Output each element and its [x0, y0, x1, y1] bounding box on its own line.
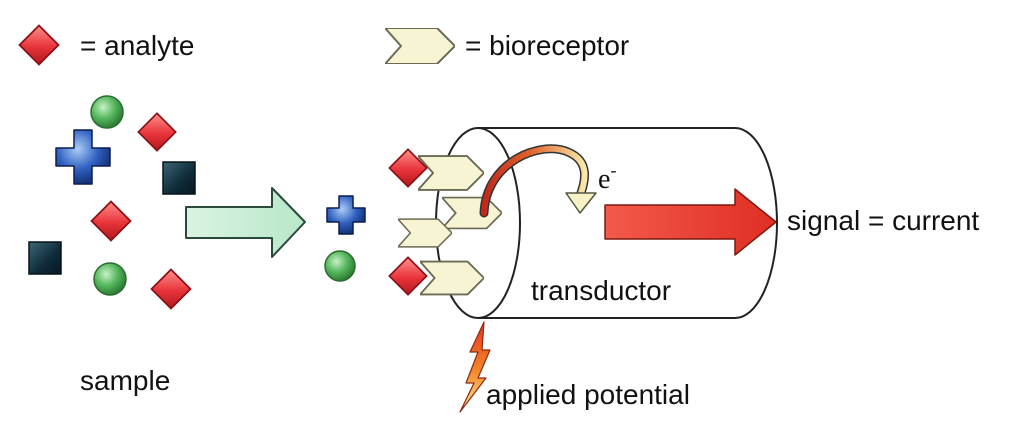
analyte-diamond-icon [90, 200, 132, 242]
legend: = analyte = bioreceptor [18, 24, 629, 66]
electron-label: e- [598, 160, 616, 195]
applied-potential-label: applied potential [486, 379, 690, 410]
bioreceptor-legend-icon [385, 28, 455, 64]
dark-square-icon [162, 161, 196, 195]
blue-cross-icon [326, 195, 366, 235]
process-arrow-icon [185, 187, 306, 258]
electron-transfer-arrow-icon [479, 144, 597, 218]
analyte-legend-label: = analyte [80, 30, 194, 61]
lightning-bolt-icon [459, 321, 491, 413]
green-particle-icon [93, 262, 127, 296]
green-particle-icon [90, 95, 124, 129]
bound-analyte-icon [388, 148, 428, 188]
signal-arrow-icon [604, 188, 777, 256]
analyte-diamond-icon [137, 112, 177, 152]
green-particle-icon [324, 250, 356, 282]
analyte-diamond-icon [150, 268, 192, 310]
bioreceptor-legend-label: = bioreceptor [465, 30, 629, 61]
sample-mixture [28, 95, 196, 310]
blue-cross-icon [55, 129, 111, 185]
dark-square-icon [28, 241, 62, 275]
signal-label: signal = current [787, 205, 979, 236]
sample-label: sample [80, 365, 170, 396]
analyte-legend-icon [18, 24, 60, 66]
transductor-label: transductor [531, 275, 671, 306]
